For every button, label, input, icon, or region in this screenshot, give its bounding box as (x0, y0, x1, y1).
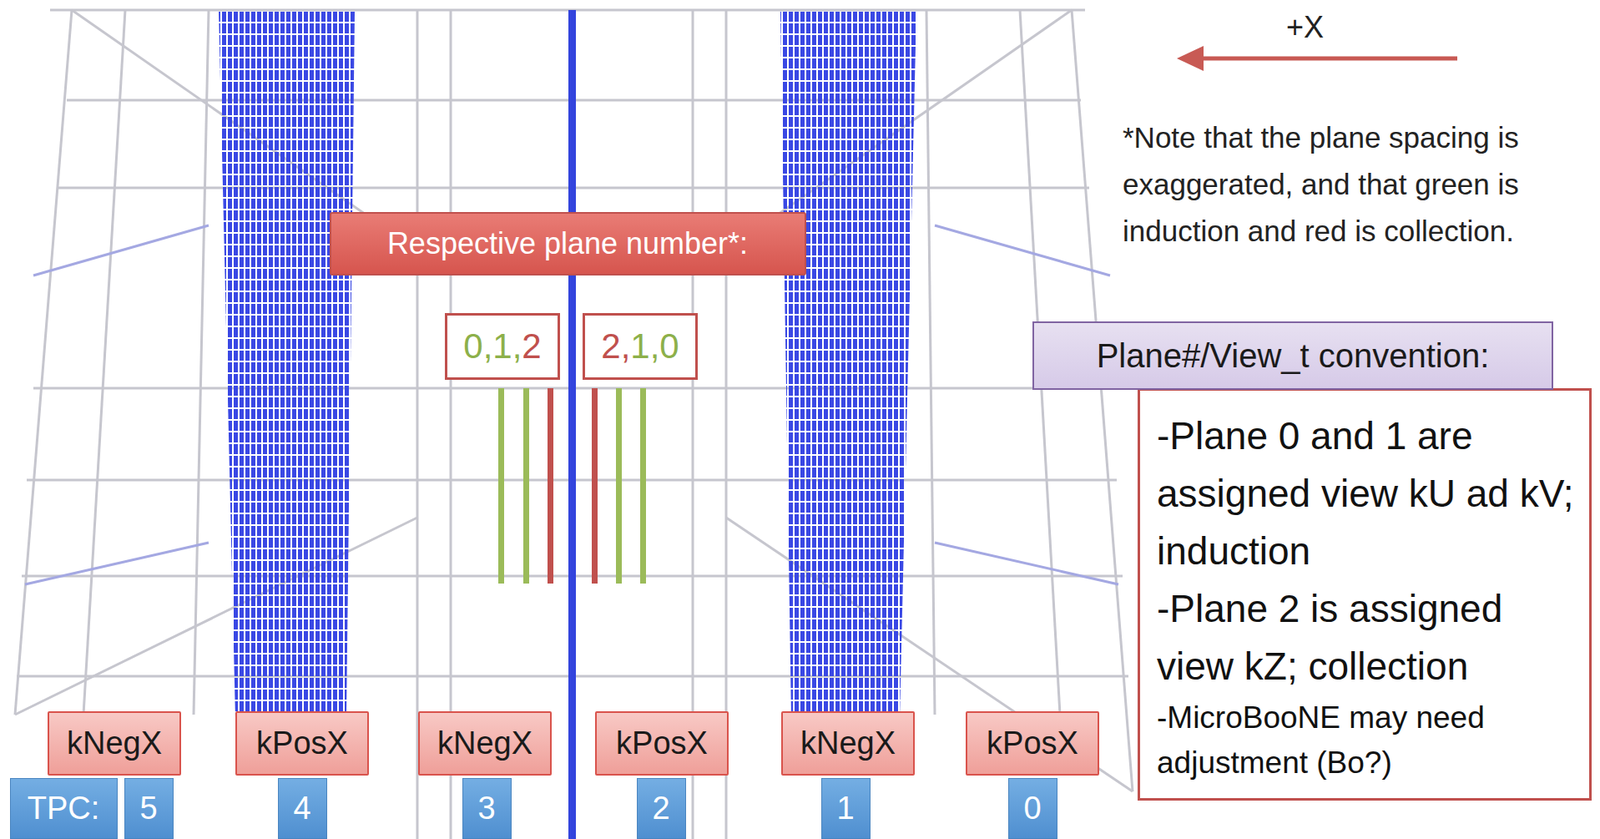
frame (15, 10, 1133, 839)
plane-order-box: 2,1,0 (582, 312, 698, 380)
plane-digit: 2 (521, 326, 541, 366)
heading-box: Respective plane number*: (329, 211, 807, 276)
frame-line (726, 517, 1133, 792)
plane-digit: 1 (630, 326, 650, 366)
frame-line (33, 225, 209, 276)
box-text: -MicroBooNE may need adjustment (Bo?) (1156, 695, 1576, 785)
axis-arrowhead (1176, 45, 1204, 71)
plane-digit: , (512, 326, 523, 366)
box-text: 5 (139, 790, 157, 827)
frame-line (15, 10, 72, 715)
box-text: kPosX (615, 725, 708, 762)
box-text: -Plane 0 and 1 are assigned view kU ad k… (1156, 407, 1576, 581)
box-text: kNegX (66, 725, 162, 762)
frame-line (934, 542, 1119, 585)
box-text: 0,1,2 (463, 326, 541, 367)
box-text: TPC: (27, 790, 101, 827)
convention-header: Plane#/View_t convention: (1032, 321, 1554, 390)
tpc-number-box: 2 (636, 777, 687, 839)
plane-order-box: 0,1,2 (444, 312, 561, 380)
plane-digit: , (620, 326, 631, 366)
box-text: kNegX (437, 725, 533, 762)
tpc-number-box: TPC: (10, 777, 118, 839)
wire-plane (780, 10, 917, 718)
plane-digit: , (650, 326, 661, 366)
axis-arrow (1193, 56, 1458, 61)
frame-line (934, 225, 1111, 276)
tpc-drift-box: kNegX (47, 711, 182, 776)
induction-plane (523, 388, 530, 584)
box-text: 2 (651, 790, 670, 827)
wire-plane (218, 10, 355, 718)
tpc-number-box: 5 (124, 777, 174, 839)
collection-plane (547, 388, 554, 584)
tpc-drift-box: kPosX (595, 711, 729, 776)
tpc-number-box: 3 (462, 777, 512, 839)
box-text: kPosX (256, 725, 349, 762)
plane-digit: 0 (463, 326, 483, 366)
induction-plane (498, 388, 505, 584)
frame-line (25, 542, 209, 585)
cathode-plane (568, 10, 576, 839)
induction-plane (615, 388, 622, 584)
box-text: -Plane 2 is assigned view kZ; collection (1156, 580, 1576, 696)
plane-digit: 1 (492, 326, 512, 366)
collection-plane (591, 388, 598, 584)
box-text: kNegX (800, 725, 896, 762)
tpc-number-box: 0 (1008, 777, 1058, 839)
box-text: 3 (477, 790, 495, 827)
tpc-number-box: 4 (277, 777, 328, 839)
tpc-number-box: 1 (821, 777, 871, 839)
tpc-drift-box: kNegX (418, 711, 552, 776)
frame-line (926, 10, 935, 715)
box-text: 0 (1023, 790, 1041, 827)
box-text: 1 (836, 790, 854, 827)
note-text: *Note that the plane spacing is exaggera… (1122, 114, 1595, 255)
tpc-drift-box: kPosX (235, 711, 369, 776)
plane-digit: , (483, 326, 494, 366)
box-text: 2,1,0 (600, 326, 679, 367)
box-text: Respective plane number*: (387, 226, 748, 262)
box-text: kPosX (986, 725, 1079, 762)
plane-digit: 0 (659, 326, 679, 366)
box-text: Plane#/View_t convention: (1096, 337, 1490, 375)
frame-line (50, 9, 1086, 12)
induction-plane (640, 388, 647, 584)
tpc-drift-box: kPosX (965, 711, 1100, 776)
axis-label: +X (1286, 10, 1324, 46)
frame-line (193, 10, 209, 715)
frame-line (15, 517, 418, 715)
tpc-drift-box: kNegX (781, 711, 915, 776)
frame-line (83, 10, 126, 715)
box-text: 4 (292, 790, 311, 827)
plane-digit: 2 (600, 326, 621, 366)
convention-box: -Plane 0 and 1 are assigned view kU ad k… (1137, 388, 1592, 801)
